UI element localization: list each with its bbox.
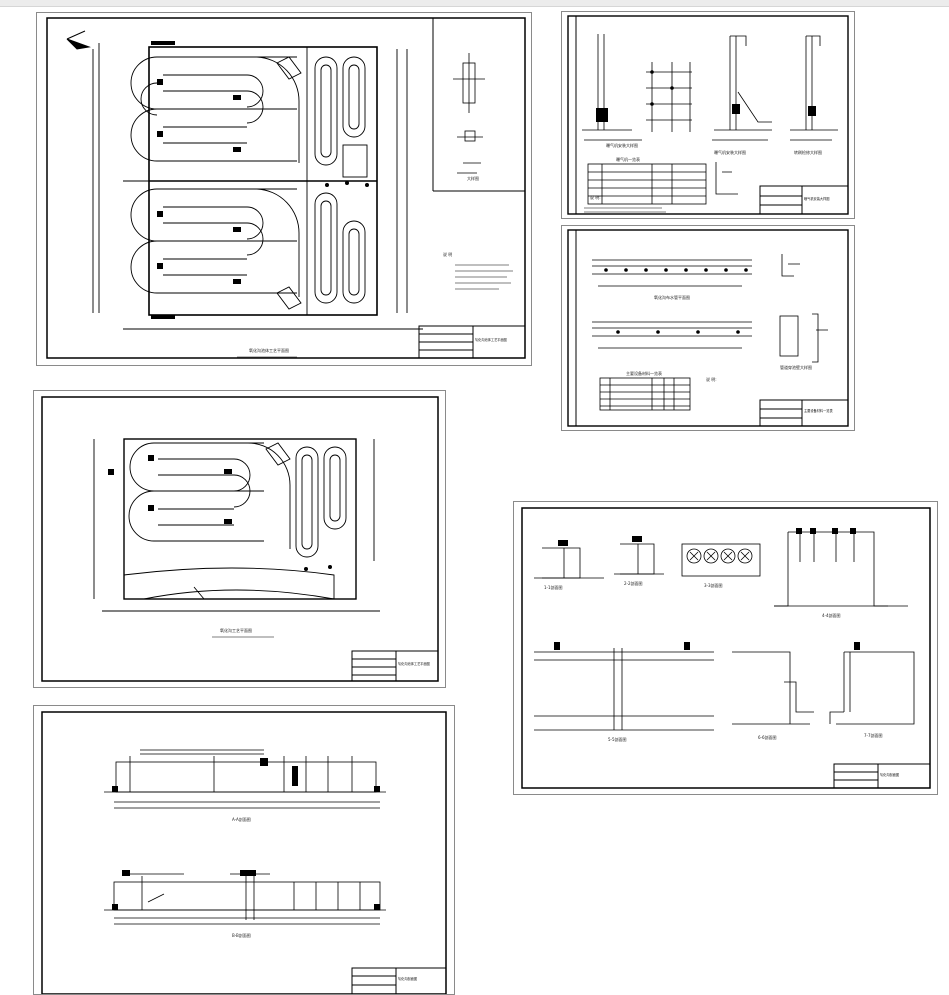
sections-titleblock: 氧化沟剖面图 [880,773,900,777]
section-caption-3: 3-3剖面图 [704,583,723,588]
long-section-caption-2: B-B剖面图 [232,933,251,938]
aerator-caption-1: 曝气机安装大样图 [606,143,638,148]
plan-single-titleblock: 氧化沟池体工艺平面图 [398,662,430,666]
plan-single-drawing [41,396,439,682]
drawing-sheet-long-sections[interactable]: A-A剖面图 B-B剖面图 氧化沟剖面图 [33,705,455,995]
sections-drawing [521,507,931,789]
aerator-titleblock: 曝气机安装大样图 [804,197,830,201]
drawing-sheet-sections[interactable]: 1-1剖面图 2-2剖面图 3-3剖面图 4-4剖面图 5-5剖面图 6-6剖面… [513,501,938,795]
aerator-caption-3: 转刷检修大样图 [794,150,822,155]
long-section-caption-1: A-A剖面图 [232,817,251,822]
section-caption-2: 2-2剖面图 [624,581,643,586]
section-caption-1: 1-1剖面图 [544,585,563,590]
drawing-sheet-plan-full[interactable]: 氧化沟池体工艺平面图 说 明 大样图 氧化沟池体工艺平面图 [36,12,532,366]
long-sections-titleblock: 氧化沟剖面图 [398,977,418,981]
plan-full-title: 氧化沟池体工艺平面图 [249,348,289,353]
section-caption-6: 6-6剖面图 [758,735,777,740]
aerator-notes-title: 说 明: [590,195,601,200]
plan-single-title: 氧化沟工艺平面图 [220,628,252,633]
drawing-sheet-aerator-details[interactable]: 曝气机安装大样图 曝气机安装大样图 转刷检修大样图 曝气机一览表 说 明: 曝气… [561,11,855,219]
section-caption-7: 7-7剖面图 [864,733,883,738]
aerator-table-title: 曝气机一览表 [616,157,640,162]
drawing-sheet-plan-single[interactable]: 氧化沟工艺平面图 氧化沟池体工艺平面图 [33,390,446,688]
long-sections-drawing [41,711,447,994]
plan-full-notes-title: 说 明 [443,252,453,257]
plan-full-titleblock: 氧化沟池体工艺平面图 [475,338,507,342]
drawing-sheet-pipe-details[interactable]: 氧化沟布水管平面图 管道穿池壁大样图 主要设备材料一览表 说 明: 主要设备材料… [561,225,855,431]
pipe-titleblock: 主要设备材料一览表 [804,409,833,413]
section-caption-5: 5-5剖面图 [608,737,627,742]
pipe-caption-1: 氧化沟布水管平面图 [654,295,690,300]
aerator-caption-2: 曝气机安装大样图 [714,150,746,155]
pipe-notes-title: 说 明: [706,377,717,382]
pipe-details-drawing [567,229,849,427]
viewer-toolbar-strip [0,0,949,7]
plan-full-drawing [46,17,526,359]
pipe-caption-2: 管道穿池壁大样图 [780,365,812,370]
pipe-table-title: 主要设备材料一览表 [626,371,662,376]
section-caption-4: 4-4剖面图 [822,613,841,618]
plan-full-detail-label: 大样图 [467,176,479,181]
aerator-details-drawing [567,15,849,215]
